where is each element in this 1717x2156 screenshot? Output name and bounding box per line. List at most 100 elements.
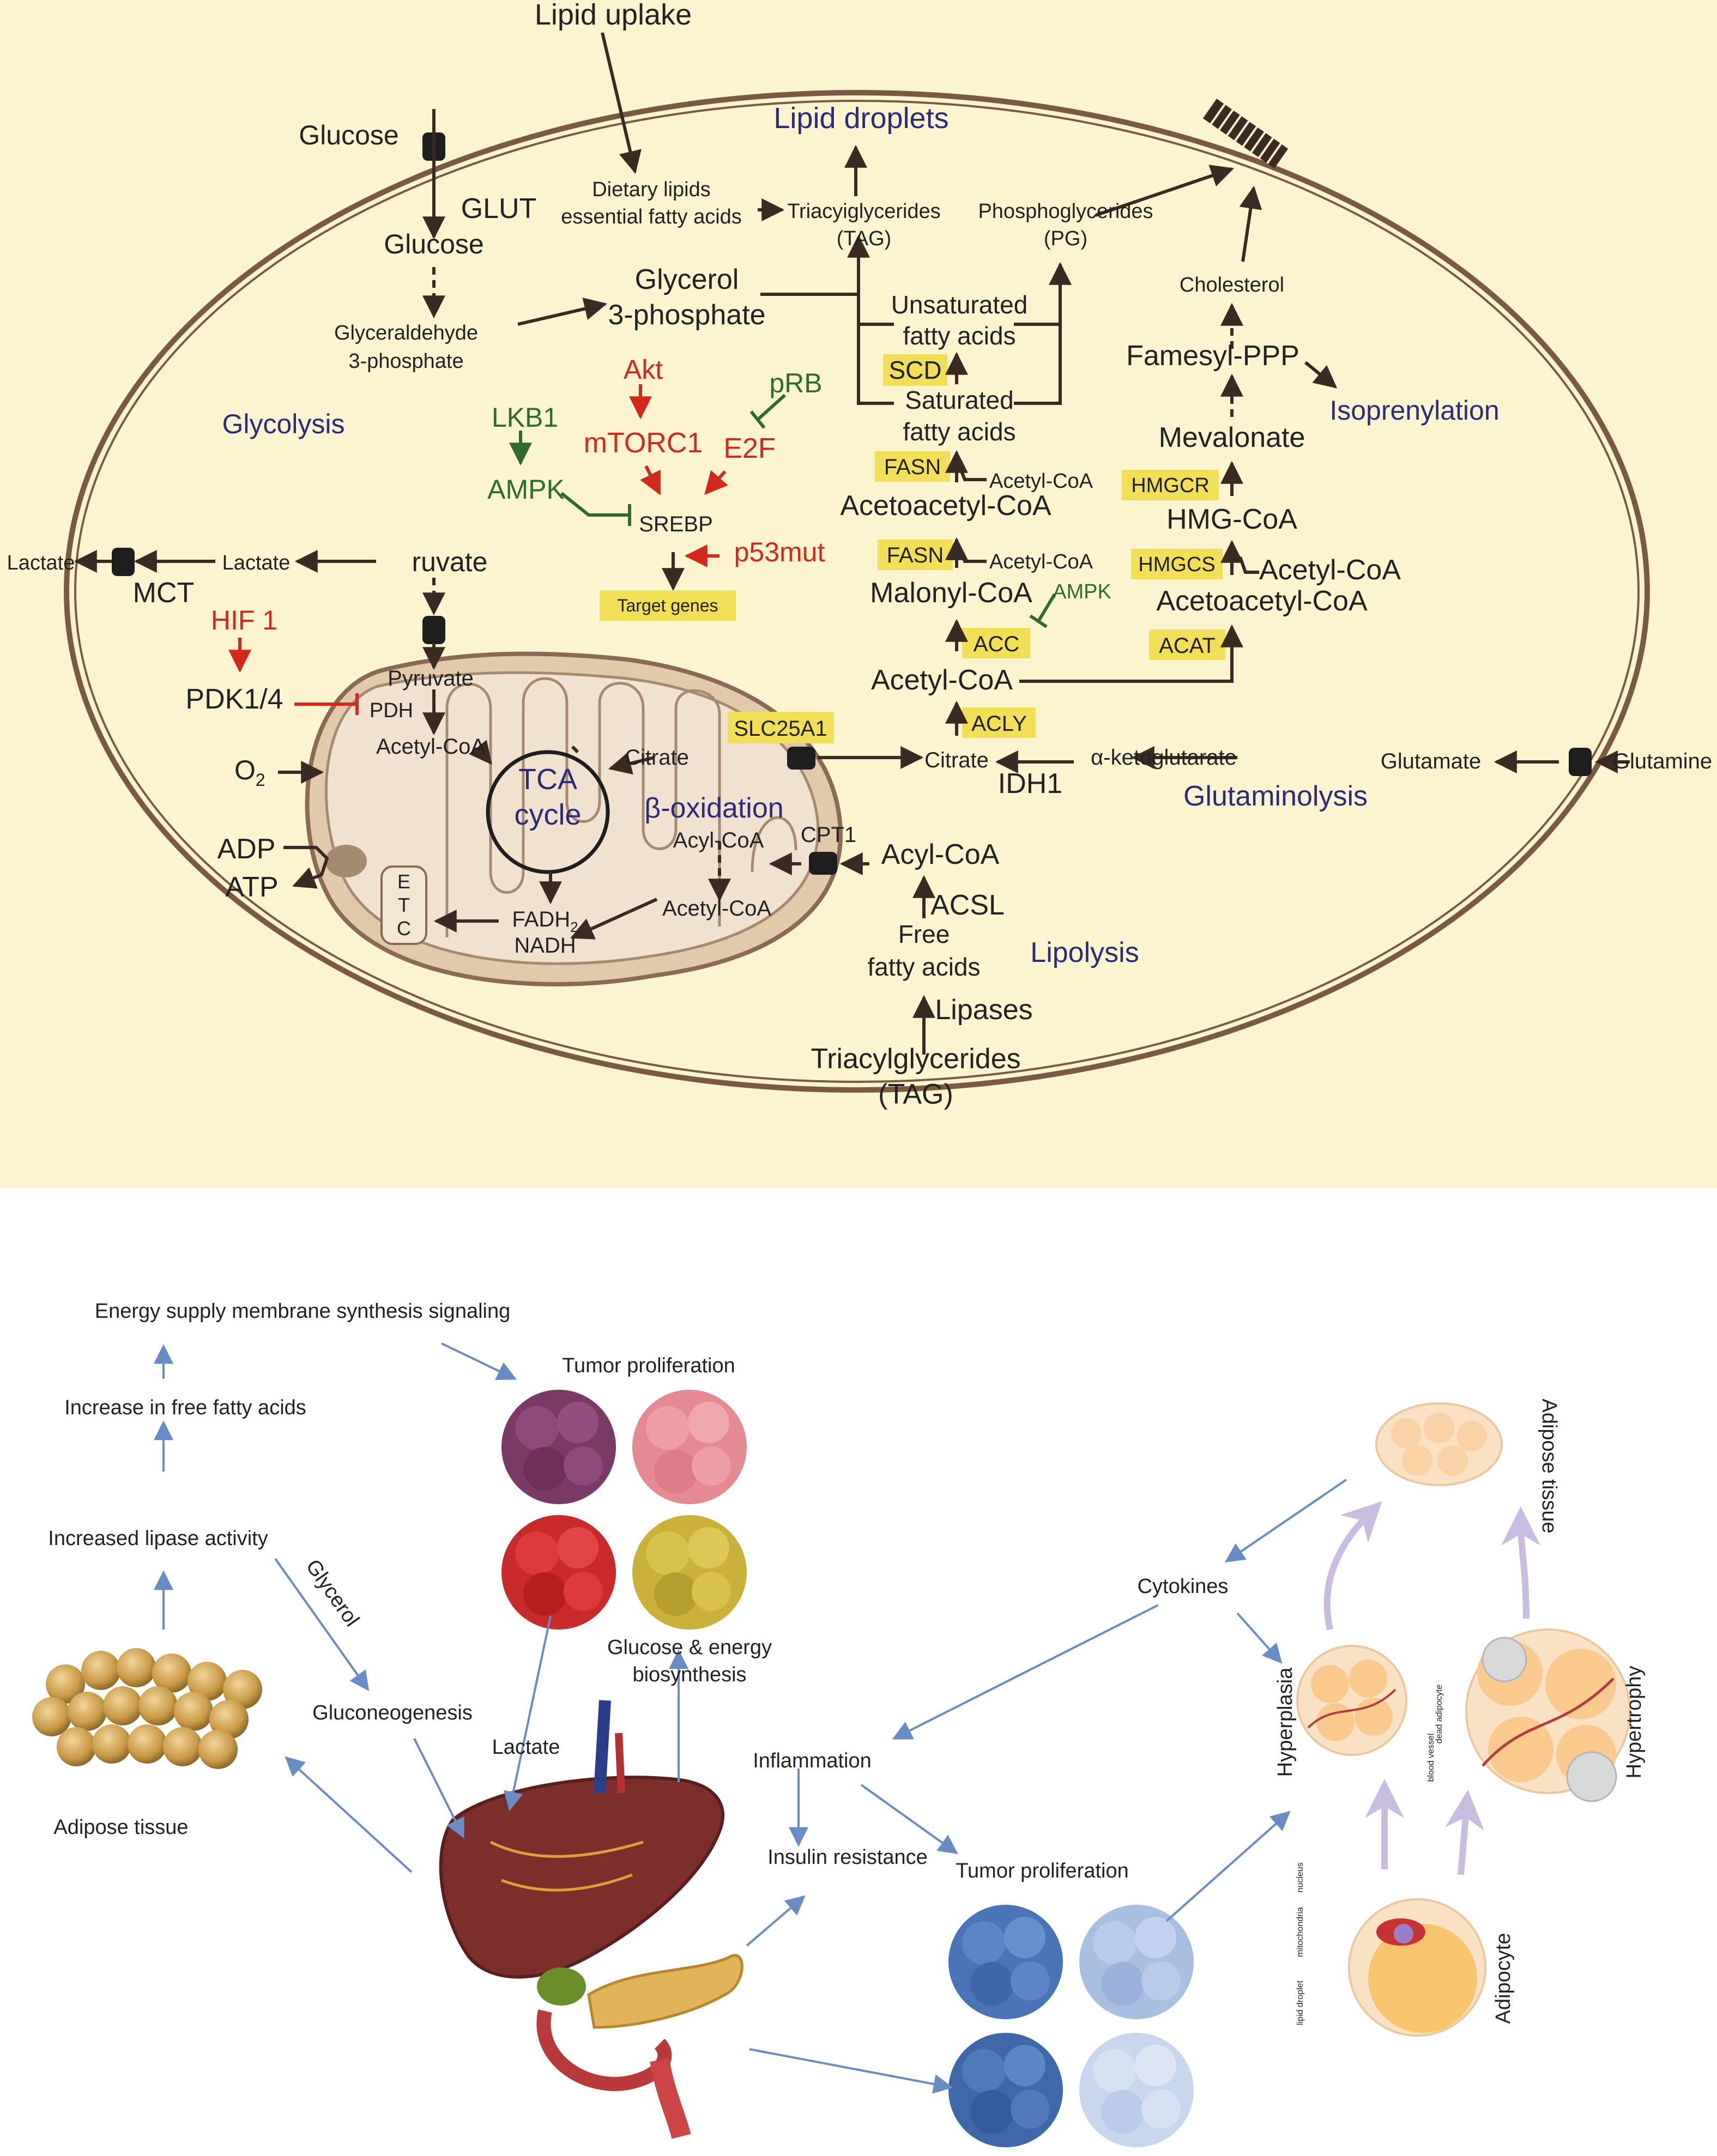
acc-label: ACC <box>974 632 1019 656</box>
adipose-tissue-left-label: Adipose tissue <box>53 1816 188 1839</box>
acyl-coa-cytosol-label: Acyl-CoA <box>881 839 1000 870</box>
cholesterol-label: Cholesterol <box>1180 274 1284 296</box>
liver-pancreas-icon <box>439 1700 743 2139</box>
prb-label: pRB <box>769 368 822 398</box>
glutamate-label: Glutamate <box>1381 749 1482 773</box>
saturated-fa-label: fatty acids <box>903 417 1015 446</box>
slc25a1-carrier-icon <box>787 747 815 770</box>
mito-pyruvate-carrier-icon <box>422 616 445 644</box>
acetyl-coa-mito-label: Acetyl-CoA <box>376 735 485 759</box>
lipid-droplet-label: lipid droplet <box>1296 1981 1305 2025</box>
lower-arrows <box>154 1342 1347 2094</box>
tumor-cluster-blue-2-icon <box>1079 1905 1194 2019</box>
idh1-label: IDH1 <box>998 768 1062 800</box>
cytokines-label: Cytokines <box>1138 1575 1229 1598</box>
hif1-label: HIF 1 <box>211 605 277 635</box>
acetyl-coa-right-label: Acetyl-CoA <box>1259 554 1401 586</box>
adipose-tissue-right-icon <box>1375 1402 1503 1486</box>
hypertrophy-label: Hypertrophy <box>1623 1666 1646 1779</box>
phosphoglycerides-label: Phosphoglycerides <box>978 200 1153 223</box>
unsaturated-fa-label: fatty acids <box>903 322 1015 350</box>
lipolysis-label: Lipolysis <box>1030 937 1139 968</box>
blood-vessel-label: blood vessel <box>1426 1734 1436 1782</box>
lkb1-label: LKB1 <box>492 402 558 433</box>
glut-label: GLUT <box>461 193 537 225</box>
tumor-cluster-pink-icon <box>632 1390 747 1504</box>
etc-box <box>380 865 427 945</box>
tumor-cluster-purple-icon <box>501 1390 616 1504</box>
tumor-cluster-blue-1-icon <box>948 1905 1063 2019</box>
tumor-cluster-red-icon <box>501 1515 616 1630</box>
acetyl-coa-small-1: Acetyl-CoA <box>989 470 1093 493</box>
pyruvate-mito-label: Pyruvate <box>388 667 474 691</box>
etc-label-t: T <box>398 894 410 916</box>
citrate-cytosol-label: Citrate <box>924 748 989 772</box>
inflammation-label: Inflammation <box>753 1749 872 1772</box>
glutaminolysis-label: Glutaminolysis <box>1183 780 1368 812</box>
atp-label: ATP <box>225 871 278 903</box>
membrane-channel-icon <box>1202 99 1289 168</box>
fadh2-label: FADH2 <box>512 907 578 935</box>
alpha-ketoglutarate-label: α-ketoglutarate <box>1091 746 1237 770</box>
pyruvate-cytosol-label: ruvate <box>412 547 488 577</box>
green-regulation-arrows <box>509 393 1056 628</box>
hmgcs-label: HMGCS <box>1138 553 1215 576</box>
essential-fa-label: essential fatty acids <box>561 205 742 228</box>
tumor-proliferation-top-label: Tumor proliferation <box>562 1354 735 1377</box>
lower-illustrations <box>32 1390 1631 2147</box>
hmgcr-label: HMGCR <box>1131 474 1210 497</box>
lactate-inside-label: Lactate <box>222 552 291 574</box>
hmgcs-box <box>1131 549 1223 579</box>
glyceraldehyde-label: Glyceraldehyde <box>334 322 478 344</box>
tca-label: TCA <box>518 763 577 796</box>
tca-cycle-label: cycle <box>514 798 581 831</box>
srebp-label: SREBP <box>639 512 713 536</box>
cpt1-label: CPT1 <box>801 823 856 847</box>
fasn-box-1 <box>875 451 950 482</box>
beta-oxidation-label: β-oxidation <box>644 792 783 824</box>
glucose-outside-label: Glucose <box>299 120 398 150</box>
acetoacetyl-coa-label-1: Acetoacetyl-CoA <box>840 490 1051 522</box>
target-genes-label: Target genes <box>617 596 718 615</box>
pdh-label: PDH <box>370 699 413 722</box>
o2-label: O2 <box>234 755 265 790</box>
acc-box <box>962 628 1030 658</box>
biosynthesis-label: biosynthesis <box>632 1663 746 1686</box>
fasn-label-1: FASN <box>884 455 941 479</box>
glycerol-label: Glycerol <box>301 1555 364 1631</box>
increase-ffa-label: Increase in free fatty acids <box>64 1396 306 1419</box>
isoprenylation-label: Isoprenylation <box>1329 395 1499 426</box>
hmgcr-box <box>1122 470 1219 500</box>
glycerol-3p-label: 3-phosphate <box>608 299 765 331</box>
enzyme-boxes <box>600 354 1225 743</box>
nucleus-label: nucleus <box>1296 1862 1305 1892</box>
acly-box <box>962 707 1036 738</box>
fasn-label-2: FASN <box>887 543 944 567</box>
adipose-tissue-left-icon <box>32 1648 262 1769</box>
tumor-proliferation-mid-label: Tumor proliferation <box>956 1860 1129 1882</box>
tumor-cluster-yellow-icon <box>632 1515 747 1630</box>
target-genes-box <box>600 590 736 621</box>
mct-label: MCT <box>133 577 195 609</box>
mtorc1-label: mTORC1 <box>584 427 703 459</box>
tag-bottom-sub-label: (TAG) <box>878 1079 953 1110</box>
glycolysis-label: Glycolysis <box>222 409 344 439</box>
p53mut-label: p53mut <box>734 537 825 567</box>
slc25a1-box <box>728 712 834 743</box>
cell-membrane-inner <box>74 100 1640 1083</box>
pdk-label: PDK1/4 <box>185 683 283 715</box>
free-fatty-acids-label: fatty acids <box>867 953 980 981</box>
citrate-mito-label: Citrate <box>625 746 689 770</box>
acly-label: ACLY <box>971 712 1027 736</box>
atp-synthase-icon <box>325 845 367 877</box>
scd-label: SCD <box>888 356 941 384</box>
etc-label-c: C <box>397 917 411 940</box>
energy-supply-label: Energy supply membrane synthesis signali… <box>95 1300 511 1323</box>
glutamine-label: Glutamine <box>1613 749 1712 773</box>
glyceraldehyde-3p-label: 3-phosphate <box>348 350 463 373</box>
lower-purple-arrows <box>1323 1501 1541 1875</box>
cpt1-carrier-icon <box>809 852 837 875</box>
malonyl-coa-label: Malonyl-CoA <box>870 577 1032 609</box>
acetoacetyl-coa-label-2: Acetoacetyl-CoA <box>1156 585 1368 617</box>
dead-adipocyte-label: dead adipocyte <box>1435 1685 1444 1744</box>
